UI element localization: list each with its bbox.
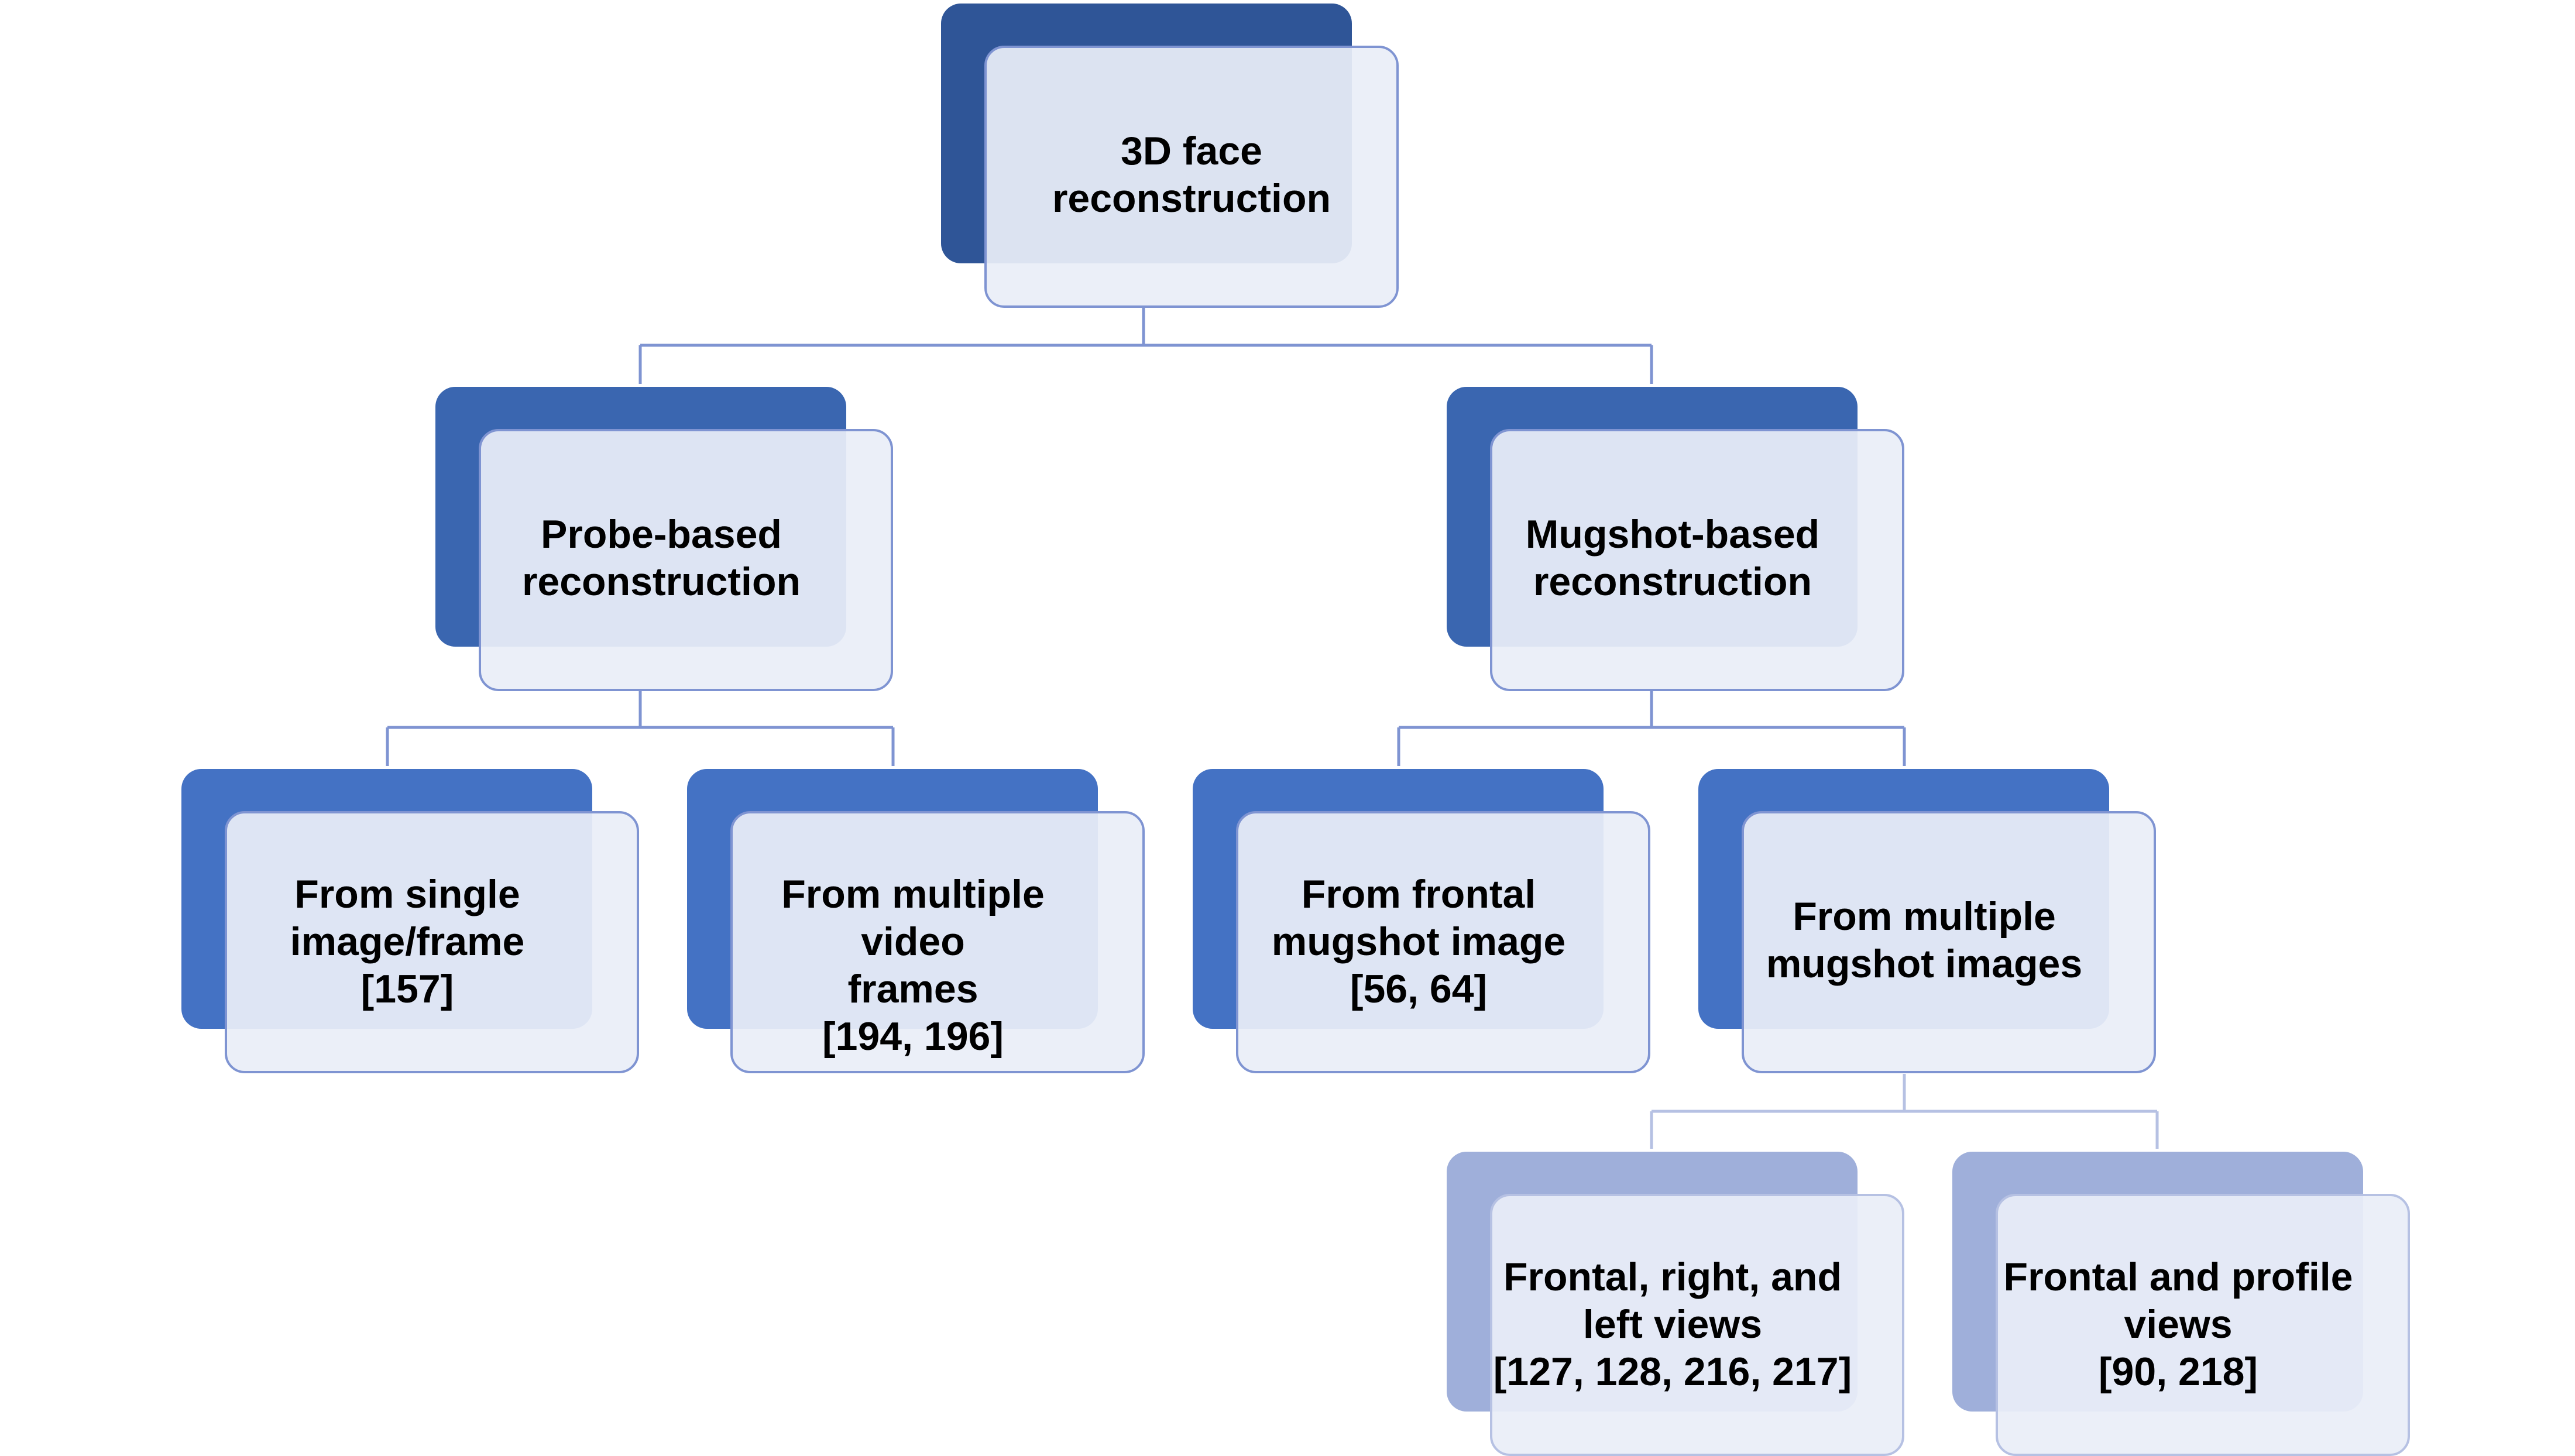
single-image-node-label: From single image/frame [157] <box>290 872 525 1011</box>
probe-node-label: Probe-based reconstruction <box>521 512 801 604</box>
probe-node: Probe-based reconstruction <box>479 429 893 691</box>
frontal-mugshot-node: From frontal mugshot image [56, 64] <box>1236 811 1650 1073</box>
connector-mugshot <box>1397 691 1906 766</box>
mugshot-node-label: Mugshot-based reconstruction <box>1525 512 1820 604</box>
video-frames-node: From multiple video frames [194, 196] <box>730 811 1145 1073</box>
connector-multi-mugshot <box>1650 1074 2159 1149</box>
frontal-mugshot-node-label: From frontal mugshot image [56, 64] <box>1271 872 1566 1011</box>
video-frames-node-label: From multiple video frames [194, 196] <box>781 872 1045 1059</box>
single-image-node: From single image/frame [157] <box>225 811 639 1073</box>
three-views-node: Frontal, right, and left views [127, 128… <box>1490 1194 1904 1456</box>
three-views-node-label: Frontal, right, and left views [127, 128… <box>1493 1255 1852 1394</box>
root-node-label: 3D face reconstruction <box>1052 129 1331 221</box>
root-node: 3D face reconstruction <box>984 46 1399 308</box>
mugshot-node: Mugshot-based reconstruction <box>1490 429 1904 691</box>
multiple-mugshot-node-label: From multiple mugshot images <box>1766 894 2083 986</box>
connector-root <box>638 307 1653 384</box>
profile-views-node: Frontal and profile views [90, 218] <box>1996 1194 2410 1456</box>
connector-probe <box>386 691 895 766</box>
profile-views-node-label: Frontal and profile views [90, 218] <box>2003 1255 2353 1394</box>
multiple-mugshot-node: From multiple mugshot images <box>1742 811 2156 1073</box>
